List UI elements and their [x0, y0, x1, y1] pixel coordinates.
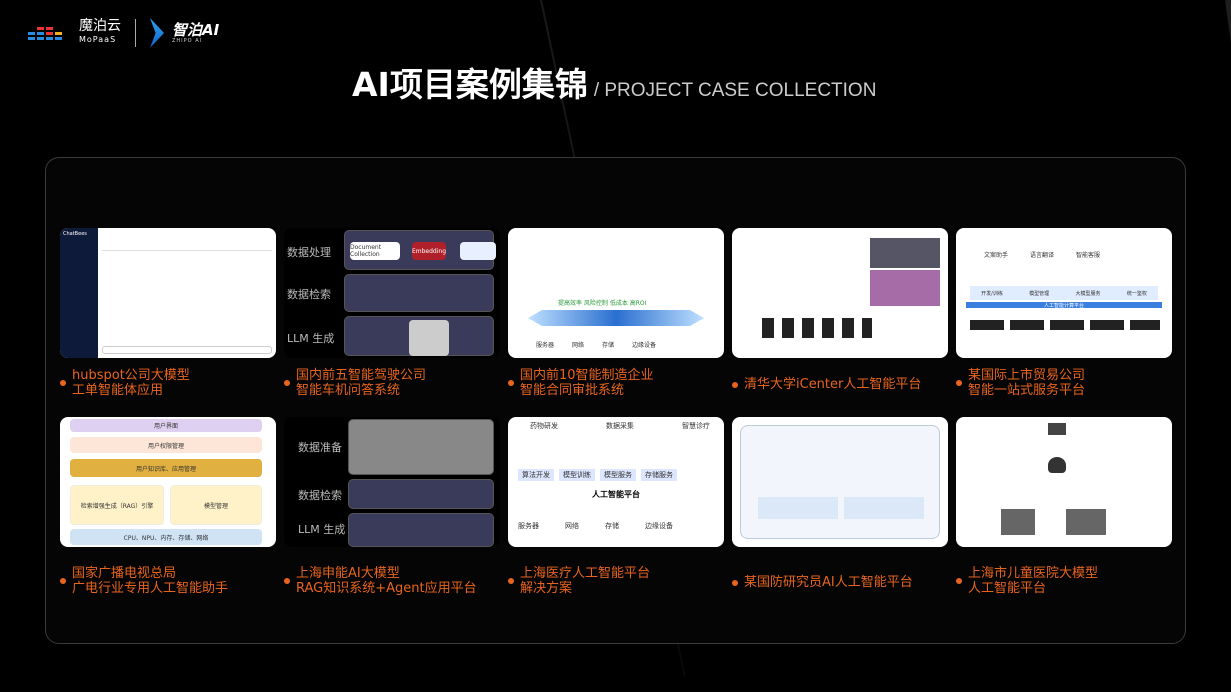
mfg-network: 网络	[572, 342, 585, 349]
med-top-1: 药物研发	[530, 422, 558, 430]
layer-model: 模型管理	[170, 485, 262, 525]
med-mid-2: 模型训练	[559, 469, 595, 481]
thumb-trade: 文案助手 语言翻译 智能客服 开发/训练 模型管理 大模型服务 统一鉴权 人工智…	[956, 228, 1172, 358]
embedding-box: Embedding	[412, 242, 446, 260]
caption-line1: 国内前10智能制造企业	[520, 368, 654, 383]
layer-rag: 检索增强生成（RAG）引擎	[70, 485, 164, 525]
brand-cn: 魔泊云	[79, 18, 121, 34]
trade-platform: 人工智能计算平台	[966, 302, 1162, 309]
label-llm-gen: LLM 生成	[287, 332, 335, 345]
label-data-prep: 数据准备	[298, 441, 342, 454]
logo-divider	[135, 19, 136, 47]
caption-line2: 智能合同审批系统	[520, 383, 625, 398]
caption-line1: 清华大学iCenter人工智能平台	[744, 377, 922, 392]
case-caption: hubspot公司大模型工单智能体应用	[60, 368, 280, 398]
trade-top-1: 文案助手	[984, 252, 1009, 259]
doc-collection-box: Document Collection	[350, 242, 400, 260]
chatbees-sidebar: ChatBees	[60, 228, 98, 358]
trade-top-3: 智能客服	[1076, 252, 1101, 259]
med-mid-3: 模型服务	[600, 469, 636, 481]
med-server: 服务器	[518, 522, 539, 530]
caption-line2: 智能一站式服务平台	[968, 383, 1086, 398]
med-top-3: 智慧诊疗	[682, 422, 710, 430]
caption-line2: 智能车机问答系统	[296, 383, 401, 398]
case-caption: 国家广播电视总局广电行业专用人工智能助手	[60, 566, 280, 596]
zhipo-logo-icon	[150, 18, 164, 48]
title-en: / PROJECT CASE COLLECTION	[593, 80, 877, 101]
brand2-sub: ZHIPO AI	[172, 37, 203, 44]
caption-line1: 上海申能AI大模型	[296, 566, 400, 581]
trade-mid-3: 大模型服务	[1075, 290, 1101, 297]
caption-line1: 某国防研究员AI人工智能平台	[744, 575, 913, 590]
caption-line1: 某国际上市贸易公司	[968, 368, 1086, 383]
brand-en: MoPaaS	[79, 35, 117, 44]
caption-line2: 广电行业专用人工智能助手	[72, 581, 229, 596]
thumb-rag-agent: 数据准备 数据检索 LLM 生成	[284, 417, 500, 547]
label-data-retrieval: 数据检索	[287, 288, 331, 301]
layer-perm: 用户权限管理	[70, 437, 262, 453]
label-data-process: 数据处理	[287, 246, 331, 259]
thumb-hubspot: ChatBees	[60, 228, 276, 358]
layer-hw: CPU、NPU、内存、存储、网络	[70, 529, 262, 545]
case-caption: 国内前10智能制造企业智能合同审批系统	[508, 368, 728, 398]
layer-kb: 用户知识库、应用管理	[70, 459, 262, 477]
thumb-rag-car: 数据处理 数据检索 LLM 生成 Document Collection Emb…	[284, 228, 500, 358]
thumb-childrens-hospital	[956, 417, 1172, 547]
label-llm-gen-2: LLM 生成	[298, 523, 346, 536]
med-mid-1: 算法开发	[518, 469, 554, 481]
thumb-medical: 药物研发 数据采集 智慧诊疗 算法开发 模型训练 模型服务 存储服务 人工智能平…	[508, 417, 724, 547]
med-mid-4: 存储服务	[641, 469, 677, 481]
case-caption: 上海市儿童医院大模型人工智能平台	[956, 566, 1176, 596]
thumb-manufacturing: 提高效率 风险控制 低成本 高ROI 服务器 网络 存储 边缘设备	[508, 228, 724, 358]
case-caption: 上海医疗人工智能平台解决方案	[508, 566, 728, 596]
caption-line2: 人工智能平台	[968, 581, 1047, 596]
layer-ui: 用户界面	[70, 419, 262, 432]
label-data-retrieval-2: 数据检索	[298, 489, 342, 502]
mfg-storage: 存储	[602, 342, 615, 349]
caption-line2: 工单智能体应用	[72, 383, 164, 398]
caption-line1: 上海市儿童医院大模型	[968, 566, 1099, 581]
mfg-edge: 边缘设备	[632, 342, 657, 349]
mopaas-logo-icon	[28, 26, 71, 40]
trade-mid-2: 模型管理	[1029, 290, 1050, 297]
med-top-2: 数据采集	[606, 422, 634, 430]
caption-line1: 上海医疗人工智能平台	[520, 566, 651, 581]
caption-line2: 解决方案	[520, 581, 573, 596]
title-cn: AI项目案例集锦	[352, 65, 588, 104]
case-caption: 某国防研究员AI人工智能平台	[732, 575, 952, 590]
med-edge: 边缘设备	[645, 522, 673, 530]
case-caption: 清华大学iCenter人工智能平台	[732, 377, 952, 392]
med-network: 网络	[565, 522, 579, 530]
med-platform: 人工智能平台	[592, 490, 640, 499]
mfg-slogan: 提高效率 风险控制 低成本 高ROI	[558, 300, 647, 307]
thumb-layers: 用户界面 用户权限管理 用户知识库、应用管理 检索增强生成（RAG）引擎 模型管…	[60, 417, 276, 547]
trade-mid-4: 统一鉴权	[1126, 290, 1147, 297]
page-title: AI项目案例集锦 / PROJECT CASE COLLECTION	[352, 58, 876, 106]
med-storage: 存储	[605, 522, 619, 530]
thumb-tsinghua	[732, 228, 948, 358]
case-caption: 某国际上市贸易公司智能一站式服务平台	[956, 368, 1176, 398]
caption-line2: RAG知识系统+Agent应用平台	[296, 581, 477, 596]
caption-line1: 国内前五智能驾驶公司	[296, 368, 427, 383]
brand2: 智泊AI	[172, 20, 220, 39]
case-caption: 国内前五智能驾驶公司智能车机问答系统	[284, 368, 504, 398]
trade-mid-1: 开发/训练	[981, 290, 1003, 297]
trade-top-2: 语言翻译	[1030, 252, 1055, 259]
mfg-server: 服务器	[536, 342, 555, 349]
caption-line1: 国家广播电视总局	[72, 566, 177, 581]
thumb-defense	[732, 417, 948, 547]
caption-line1: hubspot公司大模型	[72, 368, 190, 383]
